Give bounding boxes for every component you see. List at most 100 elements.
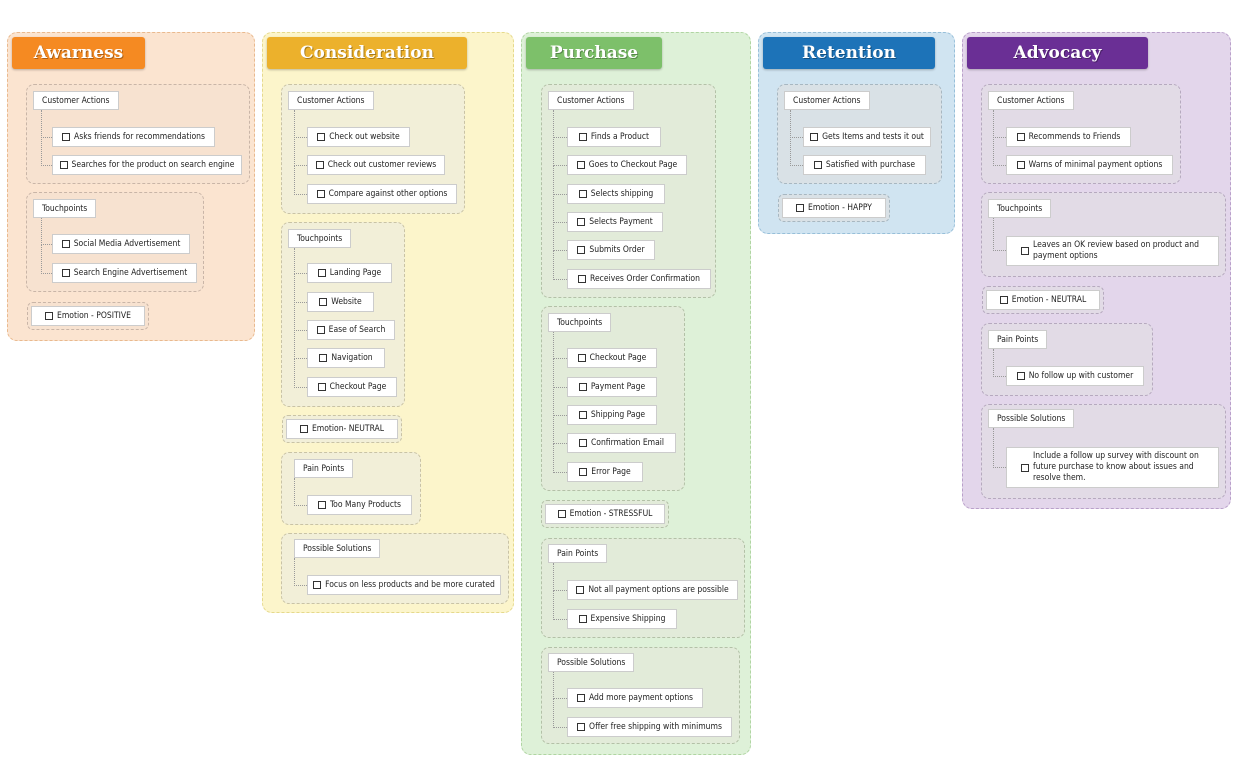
checkbox-icon[interactable] [317, 269, 326, 277]
awareness-action-item[interactable]: Searches for the product on search engin… [52, 155, 242, 175]
purchase-action-item[interactable]: Finds a Product [567, 127, 661, 147]
checkbox-icon[interactable] [576, 161, 585, 169]
consideration-touchpoint-item[interactable]: Checkout Page [307, 377, 397, 397]
checkbox-icon[interactable] [810, 133, 819, 141]
checkbox-icon[interactable] [813, 161, 822, 169]
advocacy-pain-points-title[interactable]: Pain Points [988, 330, 1048, 349]
consideration-touchpoint-item[interactable]: Navigation [307, 348, 385, 368]
checkbox-icon[interactable] [62, 133, 71, 141]
stage-retention-header[interactable]: Retention [763, 37, 935, 69]
awareness-touchpoint-item[interactable]: Social Media Advertisement [52, 234, 190, 254]
retention-emotion-item[interactable]: Emotion - HAPPY [782, 198, 886, 218]
consideration-pain-points-title[interactable]: Pain Points [294, 459, 354, 478]
consideration-touchpoints-title[interactable]: Touchpoints [288, 229, 352, 248]
purchase-pain-point-item[interactable]: Expensive Shipping [567, 609, 677, 629]
purchase-pain-points-title[interactable]: Pain Points [548, 544, 608, 563]
consideration-touchpoint-item[interactable]: Ease of Search [307, 320, 395, 340]
awareness-emotion-item[interactable]: Emotion - POSITIVE [31, 306, 145, 326]
awareness-customer-actions-title[interactable]: Customer Actions [33, 91, 119, 110]
checkbox-icon[interactable] [578, 439, 587, 447]
checkbox-icon[interactable] [317, 133, 326, 141]
checkbox-icon[interactable] [59, 161, 68, 169]
advocacy-customer-actions-title[interactable]: Customer Actions [988, 91, 1074, 110]
purchase-solution-item[interactable]: Offer free shipping with minimums [567, 717, 732, 737]
purchase-touchpoint-item[interactable]: Shipping Page [567, 405, 657, 425]
purchase-touchpoint-item[interactable]: Error Page [567, 462, 643, 482]
purchase-action-item[interactable]: Receives Order Confirmation [567, 269, 711, 289]
advocacy-touchpoints-title[interactable]: Touchpoints [988, 199, 1052, 218]
checkbox-icon[interactable] [61, 269, 70, 277]
purchase-touchpoints-title[interactable]: Touchpoints [548, 313, 612, 332]
checkbox-icon[interactable] [1021, 463, 1029, 472]
checkbox-icon[interactable] [576, 586, 585, 594]
purchase-emotion-item[interactable]: Emotion - STRESSFUL [545, 504, 665, 524]
checkbox-icon[interactable] [577, 246, 586, 254]
checkbox-icon[interactable] [317, 383, 326, 391]
consideration-solution-item[interactable]: Focus on less products and be more curat… [307, 575, 501, 595]
retention-customer-actions-title[interactable]: Customer Actions [784, 91, 870, 110]
purchase-action-item[interactable]: Selects Payment [567, 212, 663, 232]
advocacy-pain-point-item[interactable]: No follow up with customer [1006, 366, 1144, 386]
checkbox-icon[interactable] [299, 425, 308, 433]
checkbox-icon[interactable] [1016, 372, 1025, 380]
stage-advocacy-header[interactable]: Advocacy [967, 37, 1148, 69]
purchase-touchpoint-item[interactable]: Confirmation Email [567, 433, 676, 453]
checkbox-icon[interactable] [578, 615, 587, 623]
advocacy-solution-item[interactable]: Include a follow up survey with discount… [1006, 447, 1219, 488]
retention-action-item[interactable]: Satisfied with purchase [803, 155, 926, 175]
purchase-solution-item[interactable]: Add more payment options [567, 688, 703, 708]
checkbox-icon[interactable] [317, 501, 326, 509]
checkbox-icon[interactable] [577, 354, 586, 362]
purchase-solutions-title[interactable]: Possible Solutions [548, 653, 635, 672]
checkbox-icon[interactable] [1021, 247, 1029, 255]
consideration-action-item[interactable]: Compare against other options [307, 184, 457, 204]
checkbox-icon[interactable] [578, 190, 587, 198]
checkbox-icon[interactable] [45, 312, 54, 320]
checkbox-icon[interactable] [319, 298, 328, 306]
advocacy-action-item[interactable]: Recommends to Friends [1006, 127, 1131, 147]
checkbox-icon[interactable] [579, 468, 588, 476]
checkbox-icon[interactable] [313, 581, 322, 589]
checkbox-icon[interactable] [576, 694, 585, 702]
checkbox-icon[interactable] [319, 354, 328, 362]
purchase-pain-point-item[interactable]: Not all payment options are possible [567, 580, 738, 600]
awareness-action-item[interactable]: Asks friends for recommendations [52, 127, 215, 147]
advocacy-action-item[interactable]: Warns of minimal payment options [1006, 155, 1173, 175]
stage-awareness-header[interactable]: Awarness [12, 37, 145, 69]
purchase-action-item[interactable]: Goes to Checkout Page [567, 155, 687, 175]
purchase-touchpoint-item[interactable]: Checkout Page [567, 348, 657, 368]
purchase-action-item[interactable]: Selects shipping [567, 184, 665, 204]
checkbox-icon[interactable] [316, 326, 325, 334]
consideration-customer-actions-title[interactable]: Customer Actions [288, 91, 374, 110]
checkbox-icon[interactable] [61, 240, 70, 248]
advocacy-emotion-item[interactable]: Emotion - NEUTRAL [986, 290, 1100, 310]
stage-purchase-header[interactable]: Purchase [526, 37, 662, 69]
advocacy-touchpoint-item[interactable]: Leaves an OK review based on product and… [1006, 236, 1219, 266]
consideration-action-item[interactable]: Check out customer reviews [307, 155, 445, 175]
checkbox-icon[interactable] [578, 411, 587, 419]
checkbox-icon[interactable] [578, 383, 587, 391]
checkbox-icon[interactable] [1016, 133, 1025, 141]
consideration-touchpoint-item[interactable]: Landing Page [307, 263, 392, 283]
purchase-touchpoint-item[interactable]: Payment Page [567, 377, 657, 397]
advocacy-solutions-title[interactable]: Possible Solutions [988, 409, 1075, 428]
consideration-pain-point-item[interactable]: Too Many Products [307, 495, 412, 515]
checkbox-icon[interactable] [577, 723, 586, 731]
purchase-customer-actions-title[interactable]: Customer Actions [548, 91, 634, 110]
awareness-touchpoints-title[interactable]: Touchpoints [33, 199, 97, 218]
checkbox-icon[interactable] [557, 510, 566, 518]
retention-action-item[interactable]: Gets Items and tests it out [803, 127, 931, 147]
checkbox-icon[interactable] [315, 161, 324, 169]
consideration-solutions-title[interactable]: Possible Solutions [294, 539, 381, 558]
checkbox-icon[interactable] [578, 133, 587, 141]
checkbox-icon[interactable] [796, 204, 805, 212]
checkbox-icon[interactable] [316, 190, 325, 198]
checkbox-icon[interactable] [999, 296, 1008, 304]
awareness-touchpoint-item[interactable]: Search Engine Advertisement [52, 263, 197, 283]
purchase-action-item[interactable]: Submits Order [567, 240, 655, 260]
checkbox-icon[interactable] [1016, 161, 1025, 169]
checkbox-icon[interactable] [578, 275, 587, 283]
checkbox-icon[interactable] [577, 218, 586, 226]
consideration-emotion-item[interactable]: Emotion- NEUTRAL [286, 419, 398, 439]
consideration-action-item[interactable]: Check out website [307, 127, 410, 147]
